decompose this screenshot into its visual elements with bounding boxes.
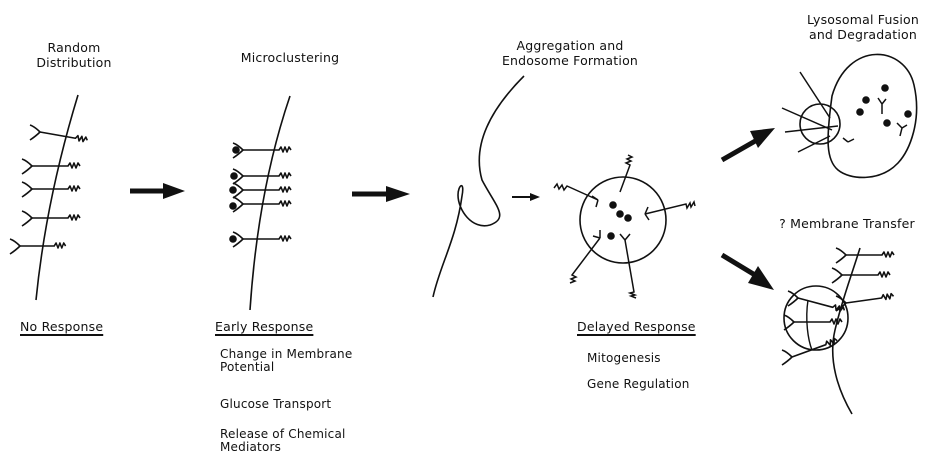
- ligand-dot: [229, 202, 237, 210]
- transfer-title: ? Membrane Transfer: [772, 216, 922, 231]
- endosome-group: [554, 155, 695, 298]
- ligand-dot: [229, 186, 237, 194]
- random-title-line2: Distribution: [24, 55, 124, 70]
- lysosome: [828, 54, 917, 177]
- lysosomal-title: Lysosomal Fusion and Degradation: [798, 12, 925, 42]
- endosome-y: [593, 230, 600, 238]
- ligand-dot: [607, 232, 615, 240]
- ligand-dot: [616, 210, 624, 218]
- endosome-receptor: [645, 202, 695, 214]
- receptor: [22, 211, 80, 226]
- receptor: [22, 182, 80, 197]
- ligand-dot: [881, 84, 889, 92]
- aggregation-title: Aggregation and Endosome Formation: [470, 38, 670, 68]
- ligand-dot: [230, 172, 238, 180]
- delayed-response-label: Delayed Response: [577, 319, 696, 334]
- aggregation-title-line2: Endosome Formation: [470, 53, 670, 68]
- ligand-dot: [229, 235, 237, 243]
- lysosome-y: [878, 98, 886, 114]
- ligand-dot: [624, 214, 632, 222]
- early-effect-line: Mediators: [220, 441, 346, 454]
- arrow-to-lysosome: [722, 140, 757, 160]
- receptor: [233, 232, 291, 247]
- microcluster-membrane-group: [229, 96, 291, 310]
- early-response-label: Early Response: [215, 319, 313, 334]
- endosome-y: [620, 234, 630, 240]
- transfer-membrane: [807, 300, 812, 350]
- receptor: [233, 169, 291, 184]
- lysosome-group: [782, 54, 917, 177]
- arrow-3-head: [530, 193, 540, 201]
- delayed-effect: Mitogenesis: [587, 352, 661, 365]
- lysosomal-title-line2: and Degradation: [798, 27, 925, 42]
- early-effect: Change in Membrane Potential: [220, 348, 352, 374]
- receptor: [233, 143, 291, 158]
- endosome-receptor: [625, 240, 636, 298]
- ligand-dot: [609, 201, 617, 209]
- ligand-dot: [232, 146, 240, 154]
- transfer-membrane: [833, 248, 860, 414]
- early-effect-line: Potential: [220, 361, 352, 374]
- receptor: [233, 183, 291, 198]
- receptor: [784, 315, 842, 330]
- receptor: [832, 268, 890, 283]
- ligand-dot: [862, 96, 870, 104]
- early-effect: Glucose Transport: [220, 398, 331, 411]
- delayed-effect: Gene Regulation: [587, 378, 690, 391]
- receptor: [10, 239, 66, 254]
- arrow-to-lysosome-head: [750, 128, 775, 148]
- lysosomal-title-line1: Lysosomal Fusion: [798, 12, 925, 27]
- lysosome-y: [897, 123, 907, 136]
- receptor: [22, 159, 80, 174]
- random-title: Random Distribution: [24, 40, 124, 70]
- receptor: [836, 248, 894, 263]
- invaginating-membrane: [433, 76, 524, 297]
- ligand-dot: [883, 119, 891, 127]
- random-membrane-group: [10, 95, 88, 300]
- ligand-dot: [904, 110, 912, 118]
- membrane-transfer-group: [782, 248, 894, 414]
- endosome: [580, 177, 666, 263]
- random-membrane: [36, 95, 78, 300]
- early-effect: Release of Chemical Mediators: [220, 428, 346, 454]
- aggregation-title-line1: Aggregation and: [470, 38, 670, 53]
- arrow-1-head: [163, 183, 185, 199]
- endosome-receptor: [620, 155, 632, 192]
- endosome-receptor: [570, 238, 600, 283]
- arrow-2-head: [386, 186, 410, 202]
- receptor: [30, 125, 88, 142]
- ligand-dot: [856, 108, 864, 116]
- microclustering-title: Microclustering: [215, 50, 365, 65]
- arrow-to-transfer: [722, 255, 755, 275]
- arrow-to-transfer-head: [748, 266, 774, 290]
- lysosome-receptor: [782, 108, 832, 130]
- early-effect-line: Glucose Transport: [220, 398, 331, 411]
- no-response-label: No Response: [20, 319, 103, 334]
- lysosome-y: [843, 138, 854, 142]
- random-title-line1: Random: [24, 40, 124, 55]
